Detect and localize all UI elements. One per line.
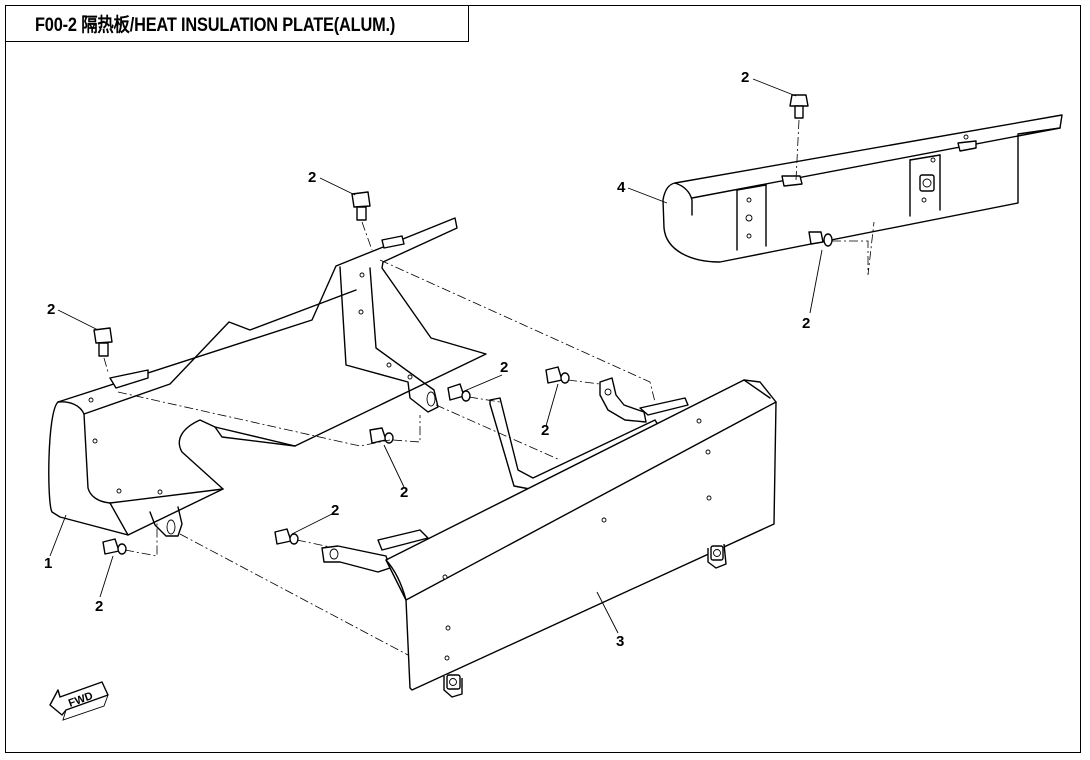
part-4-heat-shield (662, 114, 1063, 263)
bolt-left-top (351, 191, 371, 221)
nut-center-2 (545, 366, 570, 384)
callout-2: 2 (95, 598, 103, 615)
part-3-heat-shield (321, 377, 777, 698)
nut-center-1 (447, 383, 471, 402)
callout-2: 2 (741, 69, 749, 86)
nut-lower-left (102, 538, 127, 555)
nut-right-lower (808, 231, 833, 247)
nut-lower-center (274, 528, 299, 545)
bolt-left-side (93, 327, 113, 357)
callout-2: 2 (400, 484, 408, 501)
drawing-frame (5, 5, 1081, 753)
leader-lines (49, 78, 823, 634)
assembly-lines (103, 119, 875, 656)
title-box: F00-2 隔热板/HEAT INSULATION PLATE(ALUM.) (5, 5, 469, 42)
callout-3: 3 (616, 633, 624, 650)
part-1-heat-shield (48, 217, 487, 537)
callout-2: 2 (541, 422, 549, 439)
callout-2: 2 (47, 301, 55, 318)
callout-2: 2 (500, 359, 508, 376)
bolt-top-right (789, 94, 809, 119)
callout-2: 2 (802, 315, 810, 332)
callout-labels: 2 4 2 2 2 2 2 2 2 1 2 3 (44, 69, 810, 650)
callout-4: 4 (617, 179, 626, 196)
callout-2: 2 (308, 169, 316, 186)
callout-1: 1 (44, 555, 52, 572)
callout-2: 2 (331, 502, 339, 519)
fwd-arrow-icon: FWD (49, 681, 109, 721)
nut-center-3 (369, 427, 394, 444)
diagram-title: F00-2 隔热板/HEAT INSULATION PLATE(ALUM.) (35, 14, 396, 36)
fastener-bolts (93, 94, 833, 555)
